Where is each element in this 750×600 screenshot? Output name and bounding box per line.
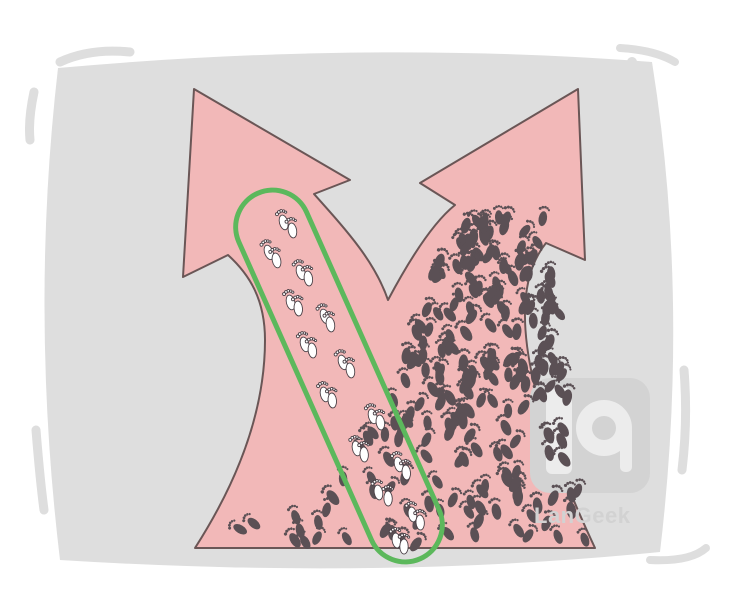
split-arrow-icon — [182, 88, 596, 549]
watermark-brand: LanGeek — [534, 503, 631, 528]
highlight-loop-icon — [233, 187, 445, 565]
logo-icon — [530, 378, 650, 493]
